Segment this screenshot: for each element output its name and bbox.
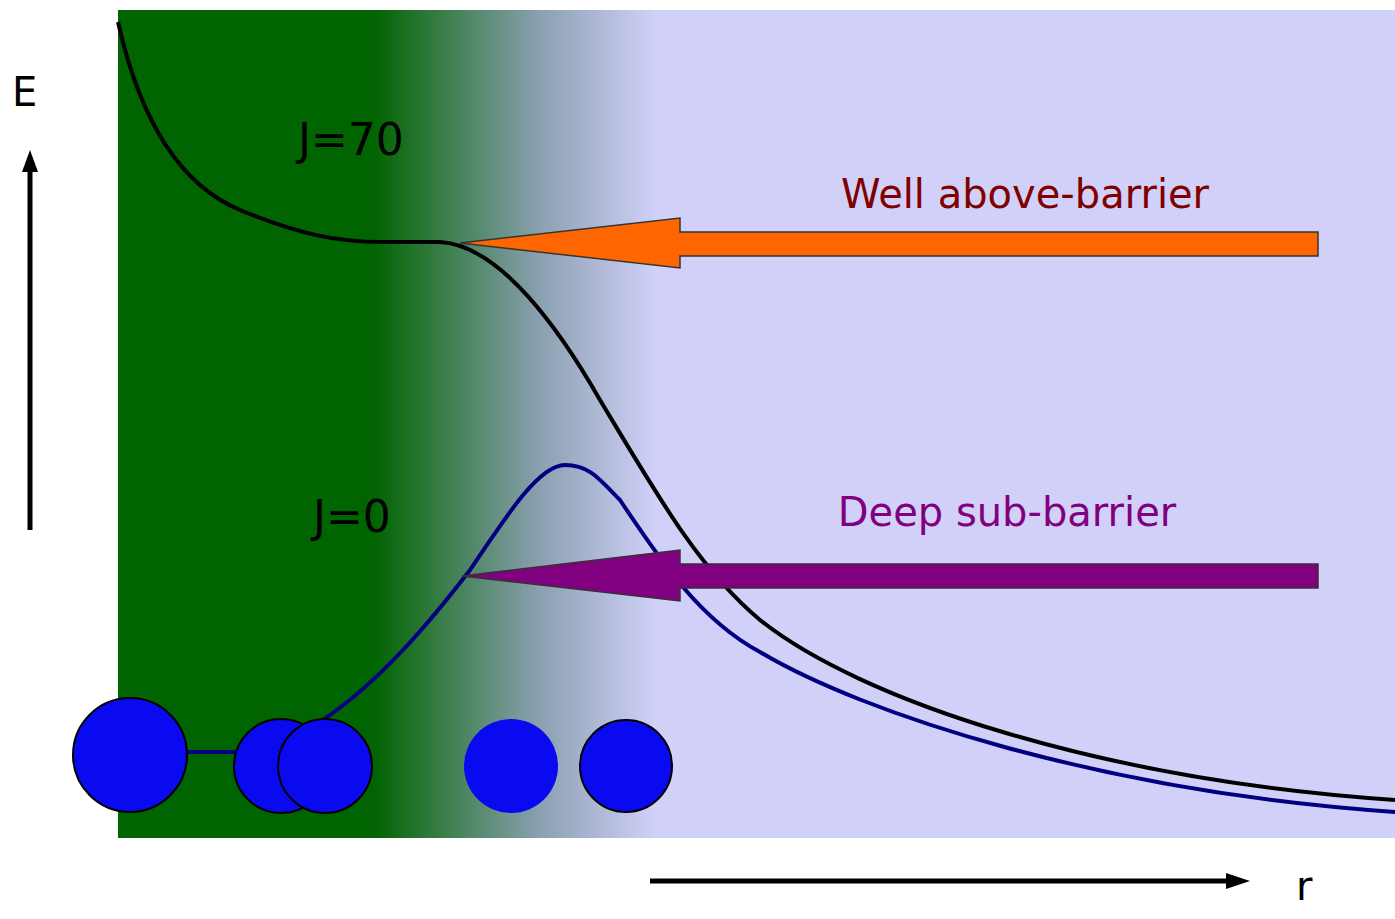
sub-barrier-arrow [462,550,1318,601]
axis-label: E [12,72,37,112]
arrow-label: Well above-barrier [841,174,1209,214]
potential-curve-j70 [118,22,1395,800]
energy-axis [28,170,33,530]
curve-label: J=70 [298,118,404,162]
r-axis [650,879,1228,884]
potential-curve-j0 [185,465,1395,812]
background-region [118,10,1395,838]
curve-label: J=0 [313,495,391,539]
r-axis-head [1226,873,1250,889]
nucleus [580,720,672,812]
above-barrier-arrow [460,218,1318,268]
arrow-label: Deep sub-barrier [838,492,1176,532]
nucleus [464,719,558,813]
axis-label: r [1296,866,1312,906]
energy-axis-head [22,150,38,172]
nucleus [278,719,372,813]
compound-nucleus [73,698,187,812]
